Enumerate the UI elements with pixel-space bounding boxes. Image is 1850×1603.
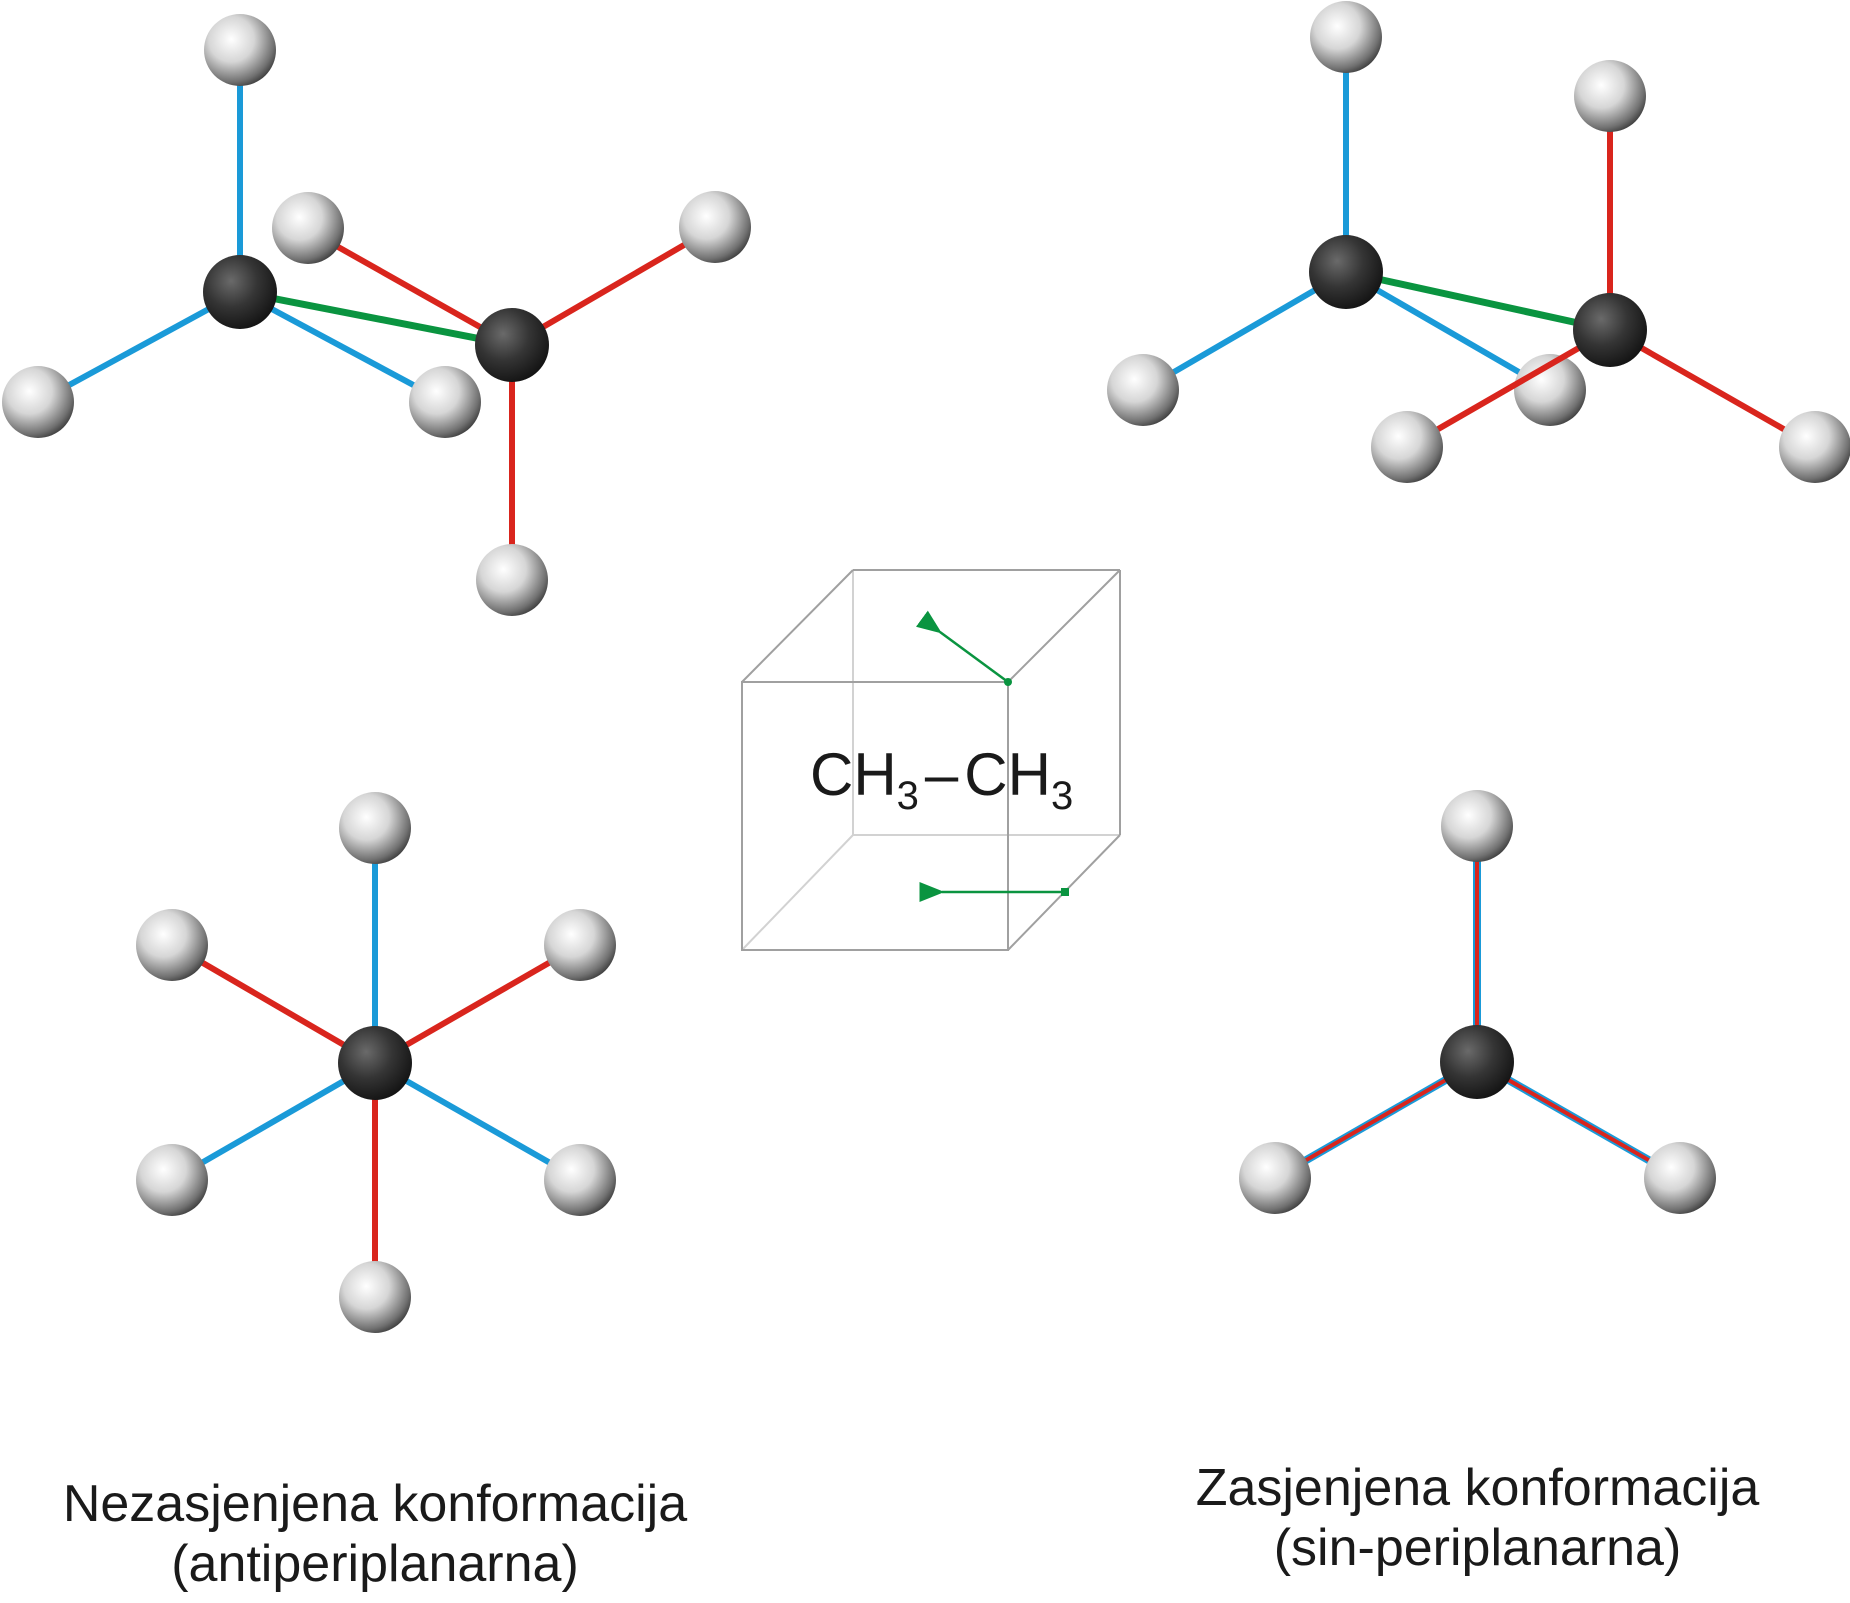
back-bond (170, 942, 377, 1066)
cube-front-face (741, 681, 1009, 951)
cc-bond (1345, 268, 1611, 334)
hydrogen-atom (136, 1144, 208, 1216)
formula-right-subscript: 3 (1050, 774, 1074, 818)
eclipsed-bond (1476, 1060, 1681, 1180)
ethane-formula: CH3–CH3 (810, 740, 1073, 819)
eclipsed-caption-line1: Zasjenjena konformacija (1195, 1459, 1760, 1517)
hydrogen-atom (204, 14, 276, 86)
back-bond-right (1608, 327, 1817, 450)
hydrogen-atom (2, 366, 74, 438)
staggered-caption: Nezasjenjena konformacija (antiperiplana… (0, 1474, 750, 1594)
eclipsed-bond (1274, 1060, 1478, 1180)
view-arrow-upper (915, 610, 1009, 684)
hydrogen-atom (409, 366, 481, 438)
hydrogen-atom (272, 192, 344, 264)
formula-right-group: CH (964, 741, 1051, 808)
back-bond-upleft (306, 227, 514, 348)
front-bond (373, 1060, 582, 1183)
cube-edge (1007, 569, 1121, 683)
hydrogen-atom (1239, 1142, 1311, 1214)
hydrogen-atom (1441, 790, 1513, 862)
carbon-atom (1440, 1025, 1514, 1099)
carbon-atom-front (203, 255, 277, 329)
view-arrow-origin (1004, 678, 1012, 686)
back-bond (373, 942, 582, 1066)
hydrogen-atom (1779, 411, 1850, 483)
hydrogen-atom (136, 909, 208, 981)
eclipsed-newman-projection (1239, 790, 1716, 1214)
carbon-atom-back (1573, 293, 1647, 367)
front-bond-right (1344, 269, 1552, 393)
front-bond (170, 1060, 377, 1183)
hydrogen-atom (544, 1144, 616, 1216)
hydrogen-atom (476, 544, 548, 616)
carbon-atom-back (475, 308, 549, 382)
front-bond-left (36, 289, 242, 405)
formula-left-subscript: 3 (896, 774, 919, 818)
formula-left-group: CH (810, 741, 897, 808)
hydrogen-atom (1310, 1, 1382, 73)
cube-edge-hidden (741, 834, 854, 951)
cc-bond (239, 288, 513, 349)
carbon-atom-front (1309, 235, 1383, 309)
staggered-caption-line2: (antiperiplanarna) (171, 1535, 579, 1593)
formula-bond: – (924, 741, 959, 808)
back-bond-upright (510, 224, 717, 348)
hydrogen-atom (1574, 60, 1646, 132)
hydrogen-atom (1644, 1142, 1716, 1214)
front-bond-left (1141, 269, 1348, 393)
view-arrows (915, 610, 1069, 902)
back-bond-left (1405, 327, 1612, 450)
staggered-caption-line1: Nezasjenjena konformacija (62, 1475, 688, 1533)
hydrogen-atom (1107, 354, 1179, 426)
hydrogen-atom (339, 1261, 411, 1333)
carbon-atom (338, 1026, 412, 1100)
hydrogen-atom (544, 909, 616, 981)
hydrogen-atom (679, 191, 751, 263)
staggered-3d-model (2, 14, 751, 616)
hydrogen-atom (1371, 411, 1443, 483)
eclipsed-3d-model (1107, 1, 1850, 483)
cube-edge (741, 569, 854, 683)
staggered-newman-projection (136, 792, 616, 1333)
front-bond-right (238, 289, 447, 405)
view-arrow-origin (1061, 888, 1069, 896)
eclipsed-caption-line2: (sin-periplanarna) (1273, 1519, 1682, 1577)
eclipsed-caption: Zasjenjena konformacija (sin-periplanarn… (1105, 1458, 1850, 1578)
hydrogen-atom (339, 792, 411, 864)
